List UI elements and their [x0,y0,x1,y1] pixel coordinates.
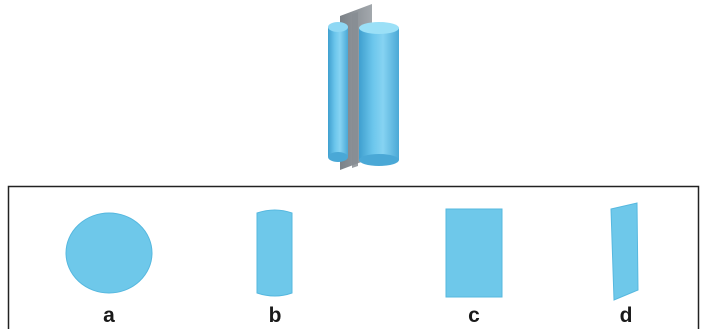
cylinder-cut-by-plane-icon [328,4,399,170]
option-b-label: b [255,304,295,328]
option-a-label: a [89,304,129,328]
cylinder-left-bottom [328,152,348,162]
option-c-shape[interactable] [446,209,502,297]
cylinder-left-top [328,22,348,32]
cylinder-top [359,22,399,34]
cylinder-bottom [359,154,399,166]
option-d-shape[interactable] [611,203,638,300]
option-a-shape[interactable] [66,213,152,293]
cylinder-left-half [328,27,348,157]
cutting-plane-front-edge [352,12,358,168]
option-c-label: c [454,304,494,328]
cylinder-right-half [359,28,399,160]
option-b-shape[interactable] [257,210,292,296]
option-d-label: d [606,304,646,328]
